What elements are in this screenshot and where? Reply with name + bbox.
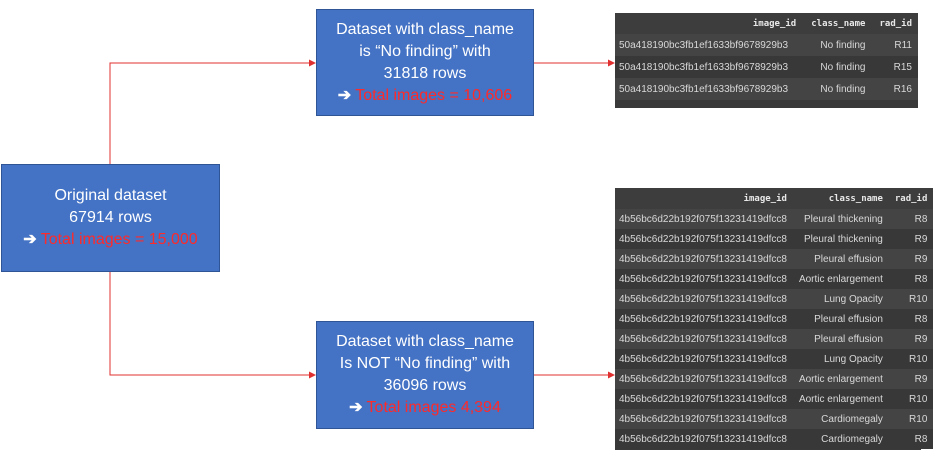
original-dataset-box: Original dataset 67914 rows ➔Total image… — [1, 164, 220, 272]
column-header-index — [615, 13, 649, 34]
cell-image-id: 4b56bc6d22b192f075f13231419dfcc8 — [615, 329, 793, 349]
cell-image-id: 4b56bc6d22b192f075f13231419dfcc8 — [615, 229, 793, 249]
not-no-finding-dataset-box: Dataset with class_name Is NOT “No findi… — [316, 321, 534, 429]
cell-class-name: Aortic enlargement — [792, 269, 889, 289]
cell-rad-id: R11 — [871, 34, 918, 56]
column-header-class-name: class_name — [802, 13, 872, 34]
cell-image-id: 50a418190bc3fb1ef1633bf9678929b3 — [615, 34, 803, 56]
cell-image-id: 50a418190bc3fb1ef1633bf9678929b3 — [615, 78, 803, 100]
connector-original-to-no-finding — [109, 59, 316, 164]
cell-class-name: Lung Opacity — [792, 289, 889, 309]
original-dataset-total: ➔Total images = 15,000 — [23, 229, 197, 251]
cell-rad-id: R10 — [888, 389, 934, 409]
cell-image-id: 4b56bc6d22b192f075f13231419dfcc8 — [615, 409, 793, 429]
not-no-finding-rows: 36096 rows — [383, 377, 467, 394]
cell-image-id: 4b56bc6d22b192f075f13231419dfcc8 — [615, 269, 793, 289]
cell-rad-id: R16 — [871, 78, 918, 100]
cell-class-name: Cardiomegaly — [792, 409, 889, 429]
no-finding-total-images: Total images = 10,606 — [355, 86, 513, 104]
no-finding-sample-table: image_id class_name rad_id 50a418190bc3f… — [615, 13, 918, 108]
table-header-row: image_id class_name rad_id — [615, 13, 918, 34]
cell-rad-id: R9 — [888, 249, 934, 269]
not-no-finding-total: ➔Total images 4,394 — [349, 397, 501, 419]
cell-class-name: No finding — [802, 78, 872, 100]
column-header-image-id: image_id — [646, 188, 793, 209]
column-header-index — [615, 188, 647, 209]
cell-image-id: 50a418190bc3fb1ef1633bf9678929b3 — [615, 56, 803, 78]
no-finding-rows: 31818 rows — [383, 64, 467, 82]
cell-rad-id: R10 — [888, 409, 934, 429]
not-no-finding-total-images: Total images 4,394 — [366, 399, 501, 416]
connector-original-to-not-no-finding — [109, 272, 316, 379]
cell-image-id: 4b56bc6d22b192f075f13231419dfcc8 — [615, 429, 793, 449]
original-total-images: Total images = 15,000 — [40, 231, 198, 248]
right-arrow-icon: ➔ — [349, 399, 363, 416]
cell-class-name: Aortic enlargement — [792, 369, 889, 389]
cell-class-name: No finding — [802, 34, 872, 56]
not-no-finding-line2: Is NOT “No finding” with — [339, 355, 511, 372]
column-header-image-id: image_id — [648, 13, 803, 34]
right-arrow-icon: ➔ — [23, 231, 37, 248]
cell-image-id: 4b56bc6d22b192f075f13231419dfcc8 — [615, 289, 793, 309]
no-finding-dataset-box: Dataset with class_name is “No finding” … — [316, 9, 534, 116]
original-dataset-rows: 67914 rows — [69, 209, 152, 226]
column-header-rad-id: rad_id — [871, 13, 918, 34]
cell-image-id: 4b56bc6d22b192f075f13231419dfcc8 — [615, 349, 793, 369]
cell-class-name: Lung Opacity — [792, 349, 889, 369]
no-finding-total: ➔Total images = 10,606 — [338, 85, 512, 107]
cell-class-name: Pleural thickening — [792, 209, 889, 229]
no-finding-line1: Dataset with class_name — [336, 20, 514, 38]
column-header-rad-id: rad_id — [888, 188, 934, 209]
cell-image-id: 4b56bc6d22b192f075f13231419dfcc8 — [615, 249, 793, 269]
cell-class-name: Pleural thickening — [792, 229, 889, 249]
cell-class-name: Pleural effusion — [792, 249, 889, 269]
column-header-class-name: class_name — [792, 188, 889, 209]
cell-rad-id: R8 — [888, 309, 934, 329]
right-arrow-icon: ➔ — [337, 86, 352, 104]
cell-rad-id: R8 — [888, 429, 934, 449]
cell-image-id: 4b56bc6d22b192f075f13231419dfcc8 — [615, 389, 793, 409]
cell-class-name: Cardiomegaly — [792, 429, 889, 449]
cell-class-name: Pleural effusion — [792, 309, 889, 329]
cell-image-id: 4b56bc6d22b192f075f13231419dfcc8 — [615, 209, 793, 229]
cell-class-name: Aortic enlargement — [792, 389, 889, 409]
cell-rad-id: R9 — [888, 229, 934, 249]
cell-image-id: 4b56bc6d22b192f075f13231419dfcc8 — [615, 309, 793, 329]
cell-rad-id: R10 — [888, 289, 934, 309]
cell-class-name: No finding — [802, 56, 872, 78]
not-no-finding-sample-table: image_id class_name rad_id 4b56bc6d22b19… — [615, 188, 934, 450]
cell-class-name: Pleural effusion — [792, 329, 889, 349]
cell-rad-id: R15 — [871, 56, 918, 78]
table-header-row: image_id class_name rad_id — [615, 188, 934, 209]
cell-rad-id: R10 — [888, 349, 934, 369]
cell-rad-id: R9 — [888, 369, 934, 389]
cell-rad-id: R9 — [888, 329, 934, 349]
original-dataset-title: Original dataset — [54, 187, 167, 204]
no-finding-line2: is “No finding” with — [359, 42, 491, 60]
cell-rad-id: R8 — [888, 269, 934, 289]
cell-image-id: 4b56bc6d22b192f075f13231419dfcc8 — [615, 369, 793, 389]
cell-rad-id: R8 — [888, 209, 934, 229]
not-no-finding-line1: Dataset with class_name — [336, 333, 514, 350]
